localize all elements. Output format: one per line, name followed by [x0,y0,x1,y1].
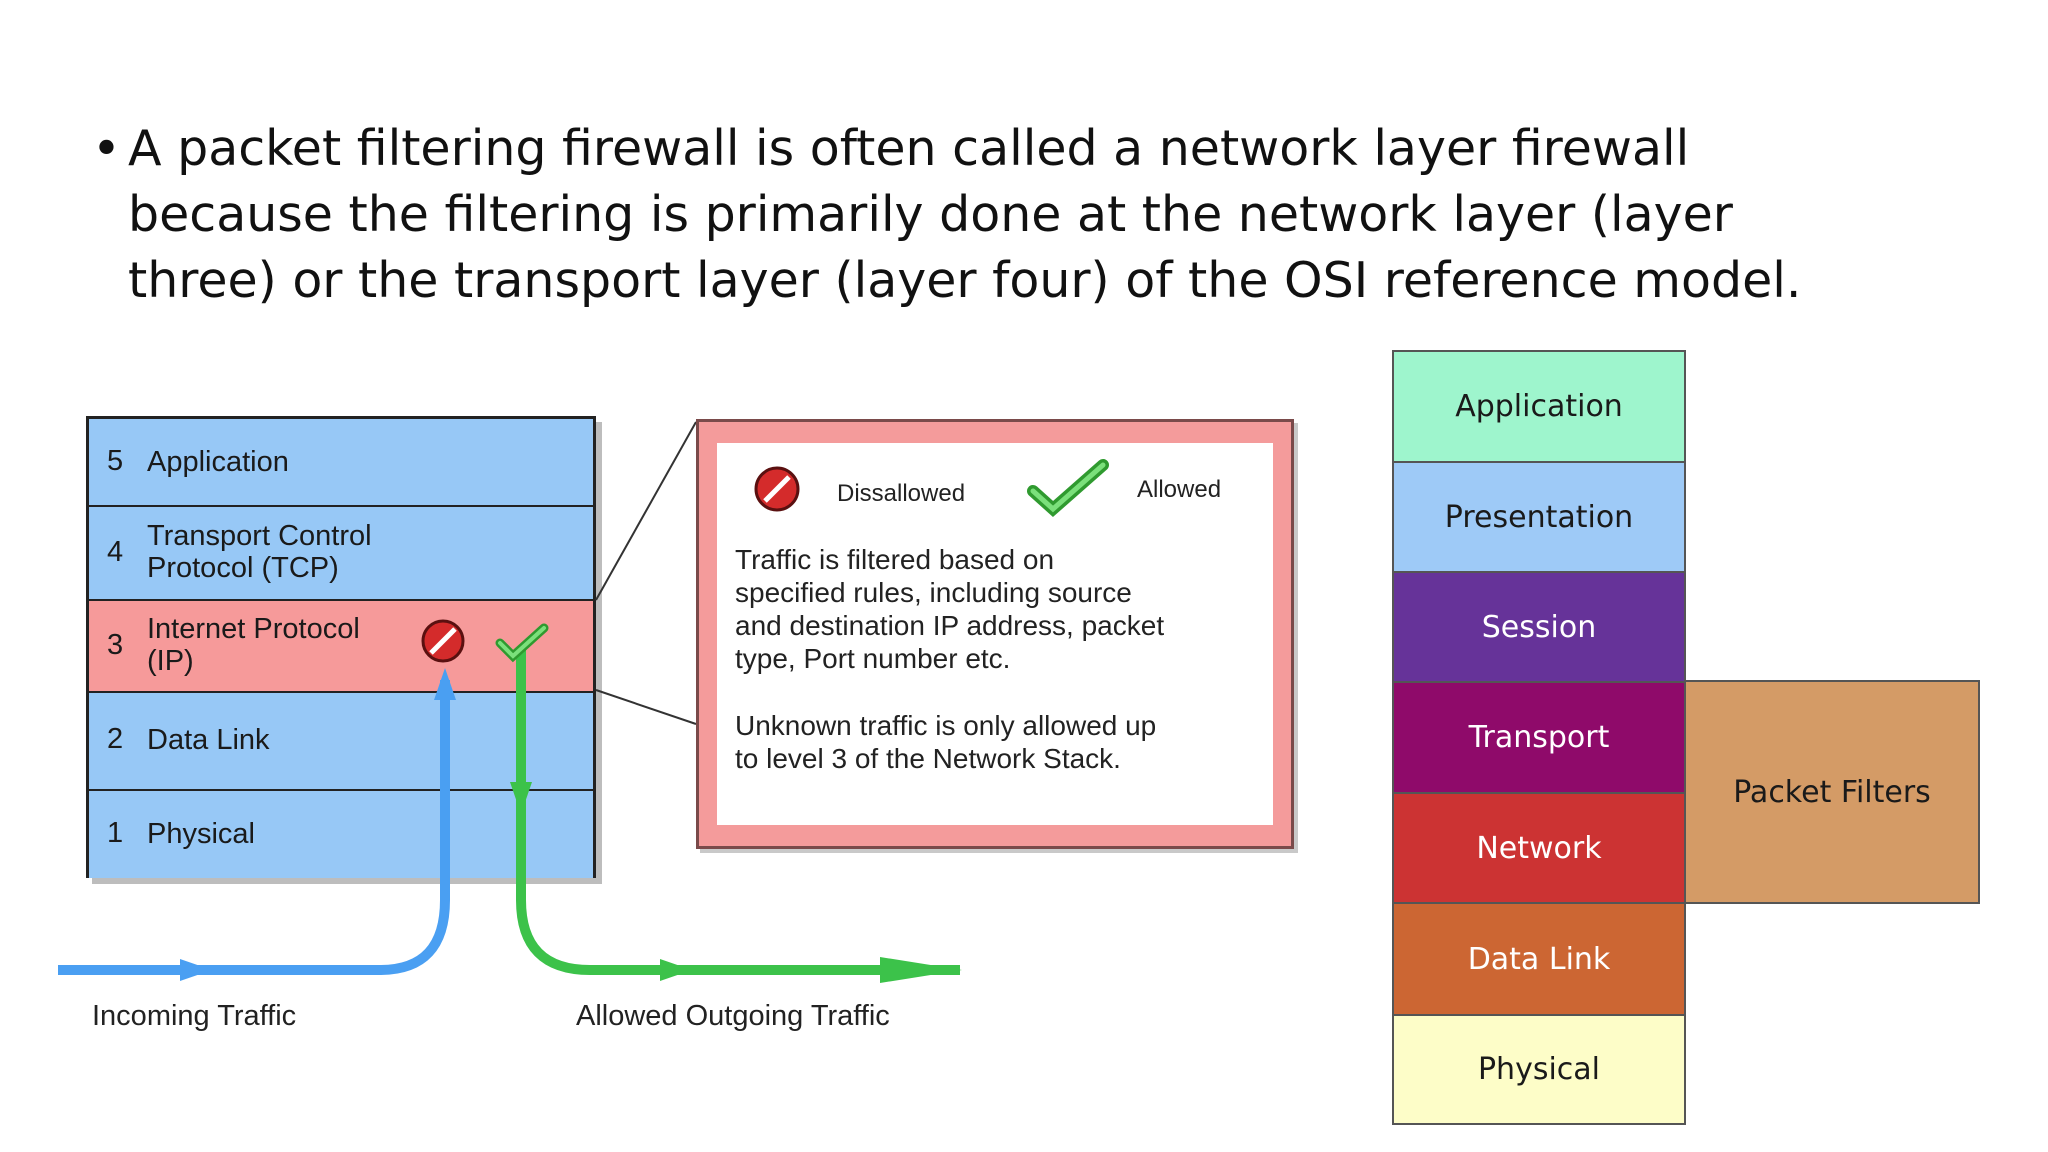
bullet-line: A packet filtering firewall is often cal… [128,120,1690,177]
bullet-point: • A packet filtering firewall is often c… [92,116,1948,314]
incoming-traffic-arrowhead [180,959,212,981]
osi-layer-presentation: Presentation [1394,463,1684,573]
layer-name-line2: (IP) [147,645,194,677]
osi-layer-physical: Physical [1394,1016,1684,1123]
osi-layer-data-link: Data Link [1394,904,1684,1016]
outgoing-traffic-arrowhead [660,959,692,981]
callout-line: Unknown traffic is only allowed up [735,710,1157,741]
stack-layer-transport: 4 Transport Control Protocol (TCP) [89,507,593,601]
osi-layer-session: Session [1394,573,1684,683]
outgoing-traffic-label: Allowed Outgoing Traffic [576,1000,890,1032]
layer-name: Physical [147,818,255,850]
callout-line: and destination IP address, packet [735,610,1165,641]
checkmark-icon [1027,459,1109,518]
layer-number: 4 [107,536,124,568]
outgoing-traffic-path [516,648,960,975]
incoming-traffic-arrowhead [434,668,456,700]
bullet-line: three) or the transport layer (layer fou… [128,252,1802,309]
stack-layer-application: 5 Application [89,419,593,507]
callout-paragraph: Traffic is filtered based on specified r… [735,543,1275,675]
checkmark-icon [495,623,549,663]
layer-name: Internet Protocol [147,613,360,645]
callout-line: type, Port number etc. [735,643,1011,674]
callout-line: to level 3 of the Network Stack. [735,743,1121,774]
layer-name-line2: Protocol (TCP) [147,552,339,584]
callout-paragraph: Unknown traffic is only allowed up to le… [735,709,1275,775]
bullet-symbol: • [92,120,121,177]
packet-filters-box: Packet Filters [1684,680,1980,904]
prohibited-icon [421,619,465,663]
callout-content: Dissallowed Allowed Traffic is filtered … [717,443,1273,825]
outgoing-traffic-arrowhead [880,957,962,983]
incoming-traffic-path [58,680,450,975]
layer-name: Transport Control [147,520,372,552]
disallowed-label: Dissallowed [837,480,966,507]
osi-layer-application: Application [1394,352,1684,463]
osi-layer-network: Network [1394,794,1684,904]
layer-name: Data Link [147,724,270,756]
bullet-line: because the filtering is primarily done … [128,186,1733,243]
layer-name: Application [147,446,289,478]
callout-line: Traffic is filtered based on [735,544,1055,575]
layer-number: 1 [107,817,124,849]
osi-model: Application Presentation Session Transpo… [1392,350,1686,1125]
stack-layer-data-link: 2 Data Link [89,693,593,791]
callout-line: specified rules, including source [735,577,1132,608]
outgoing-traffic-arrowhead [510,782,532,814]
layer-number: 3 [107,629,124,661]
callout-box: Dissallowed Allowed Traffic is filtered … [696,419,1294,849]
osi-layer-transport: Transport [1394,683,1684,794]
incoming-traffic-label: Incoming Traffic [92,1000,297,1032]
callout-connector-bottom [595,689,697,725]
allowed-label: Allowed [1137,476,1222,503]
layer-number: 5 [107,445,124,477]
prohibited-icon [754,466,800,512]
stack-layer-physical: 1 Physical [89,791,593,878]
callout-connector-top [595,421,697,601]
layer-number: 2 [107,723,124,755]
protocol-stack: 5 Application 4 Transport Control Protoc… [86,416,596,878]
